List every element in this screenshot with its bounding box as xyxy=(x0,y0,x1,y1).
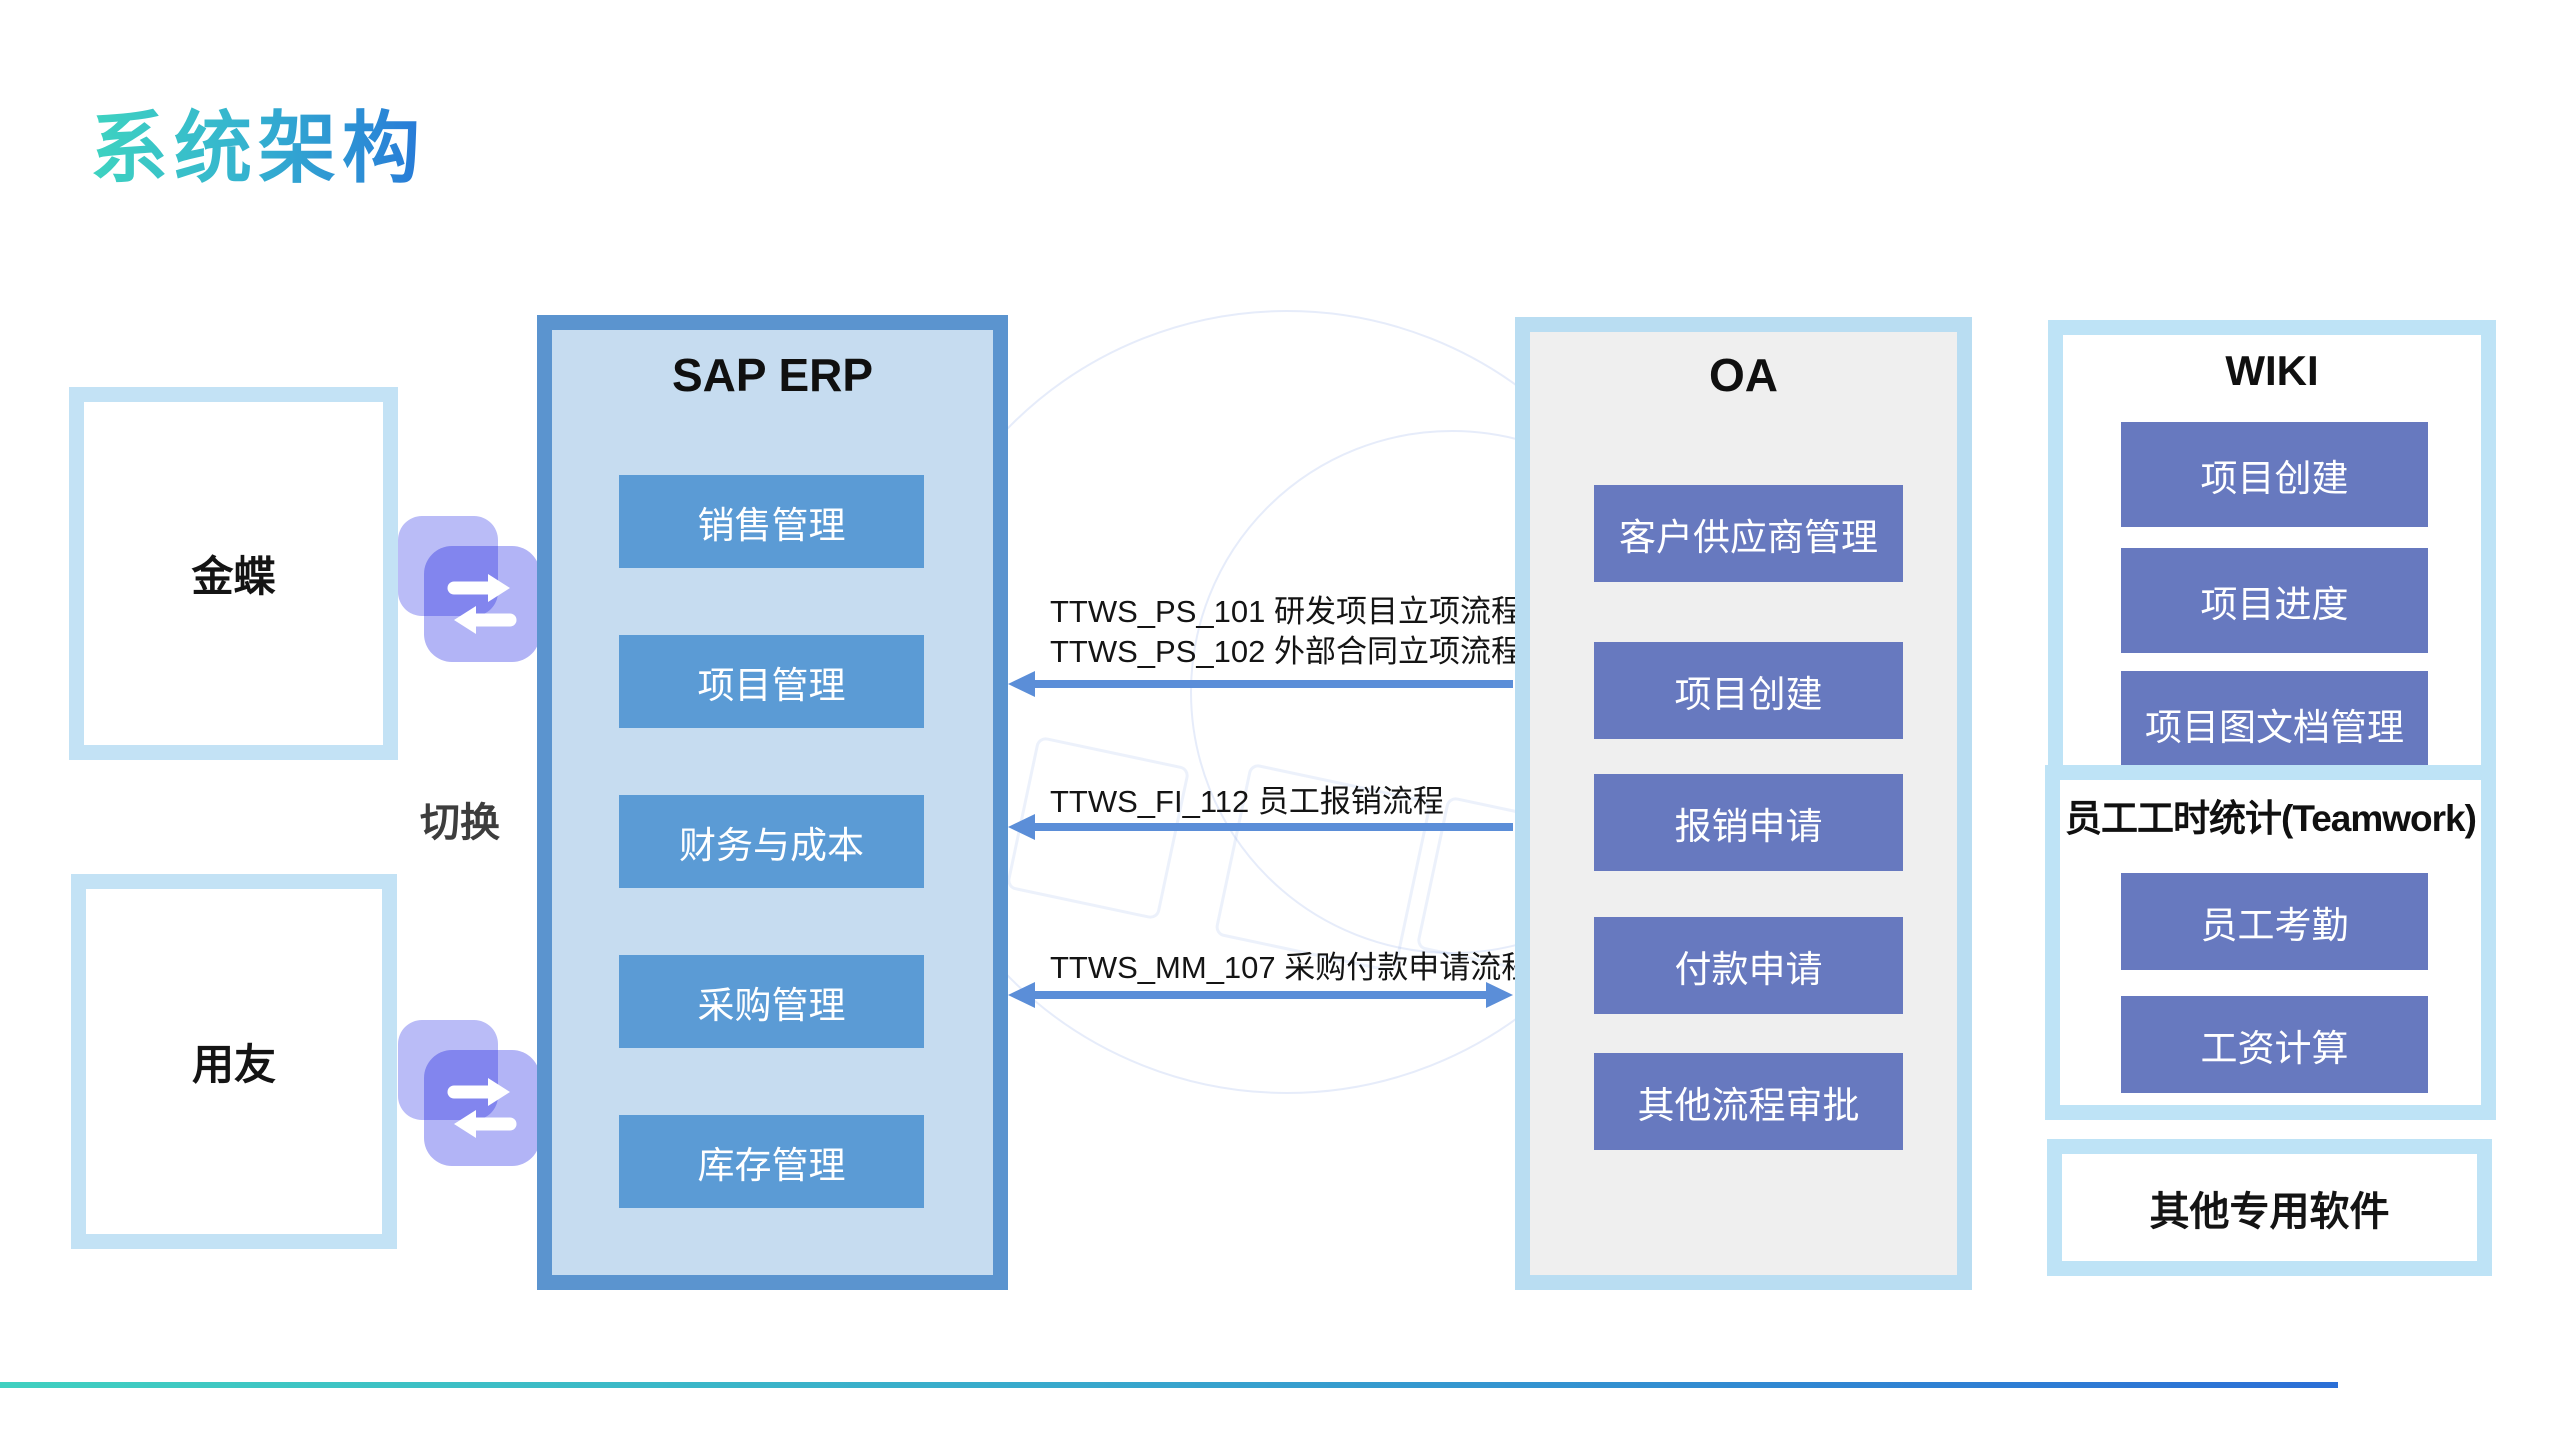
sync-swap-icon-top xyxy=(398,516,540,662)
teamwork-panel: 员工工时统计(Teamwork) 员工考勤 工资计算 xyxy=(2045,765,2496,1120)
oa-title: OA xyxy=(1709,349,1778,401)
yonyou-label: 用友 xyxy=(191,1041,276,1088)
sap-module-inventory: 库存管理 xyxy=(619,1115,924,1208)
swap-arrows-icon xyxy=(447,1078,517,1138)
teamwork-module-payroll: 工资计算 xyxy=(2121,996,2428,1093)
kingdee-label: 金蝶 xyxy=(191,553,276,600)
sap-module-project: 项目管理 xyxy=(619,635,924,728)
arrow-shaft xyxy=(1032,823,1513,831)
yonyou-box: 用友 xyxy=(71,874,397,1249)
oa-panel: OA 客户供应商管理 项目创建 报销申请 付款申请 其他流程审批 xyxy=(1515,317,1972,1290)
flow-arrow-purchase-payment xyxy=(1008,982,1513,1008)
wiki-module-project-create: 项目创建 xyxy=(2121,422,2428,527)
wiki-module-project-progress: 项目进度 xyxy=(2121,548,2428,653)
switch-label: 切换 xyxy=(420,801,500,845)
wiki-title: WIKI xyxy=(2225,347,2319,394)
footer-divider xyxy=(0,1382,2338,1388)
arrow-shaft xyxy=(1032,680,1513,688)
swap-arrows-icon xyxy=(447,574,517,634)
swap-icon-front-square xyxy=(424,1050,540,1166)
oa-module-customer-supplier: 客户供应商管理 xyxy=(1594,485,1903,582)
kingdee-box: 金蝶 xyxy=(69,387,398,760)
wiki-panel: WIKI 项目创建 项目进度 项目图文档管理 xyxy=(2048,320,2496,810)
arrow-head-right-icon xyxy=(1486,982,1513,1008)
other-software-box: 其他专用软件 xyxy=(2047,1139,2492,1276)
oa-module-payment-request: 付款申请 xyxy=(1594,917,1903,1014)
teamwork-module-attendance: 员工考勤 xyxy=(2121,873,2428,970)
oa-module-other-approvals: 其他流程审批 xyxy=(1594,1053,1903,1150)
wiki-module-project-docs: 项目图文档管理 xyxy=(2121,671,2428,776)
sap-erp-title: SAP ERP xyxy=(671,349,874,401)
teamwork-title: 员工工时统计(Teamwork) xyxy=(2065,798,2477,839)
flow-label-ps101: TTWS_PS_101 研发项目立项流程 TTWS_PS_102 外部合同立项流… xyxy=(1050,594,1522,669)
page-title: 系统架构 xyxy=(90,86,426,198)
arrow-head-left-icon xyxy=(1008,982,1035,1008)
swap-icon-front-square xyxy=(424,546,540,662)
sap-erp-panel: SAP ERP 销售管理 项目管理 财务与成本 采购管理 库存管理 xyxy=(537,315,1008,1290)
flow-label-fi112: TTWS_FI_112 员工报销流程 xyxy=(1050,784,1444,819)
sap-module-finance: 财务与成本 xyxy=(619,795,924,888)
sync-swap-icon-bottom xyxy=(398,1020,540,1166)
flow-arrow-expense-claim xyxy=(1008,814,1513,840)
sap-module-sales: 销售管理 xyxy=(619,475,924,568)
flow-label-mm107: TTWS_MM_107 采购付款申请流程 xyxy=(1050,950,1533,985)
arrow-head-left-icon xyxy=(1008,814,1035,840)
flow-arrow-project-initiation xyxy=(1008,671,1513,697)
arrow-shaft xyxy=(1032,991,1489,999)
oa-module-expense-claim: 报销申请 xyxy=(1594,774,1903,871)
arrow-head-left-icon xyxy=(1008,671,1035,697)
other-software-label: 其他专用软件 xyxy=(2149,1189,2390,1234)
oa-module-project-create: 项目创建 xyxy=(1594,642,1903,739)
sap-module-purchasing: 采购管理 xyxy=(619,955,924,1048)
